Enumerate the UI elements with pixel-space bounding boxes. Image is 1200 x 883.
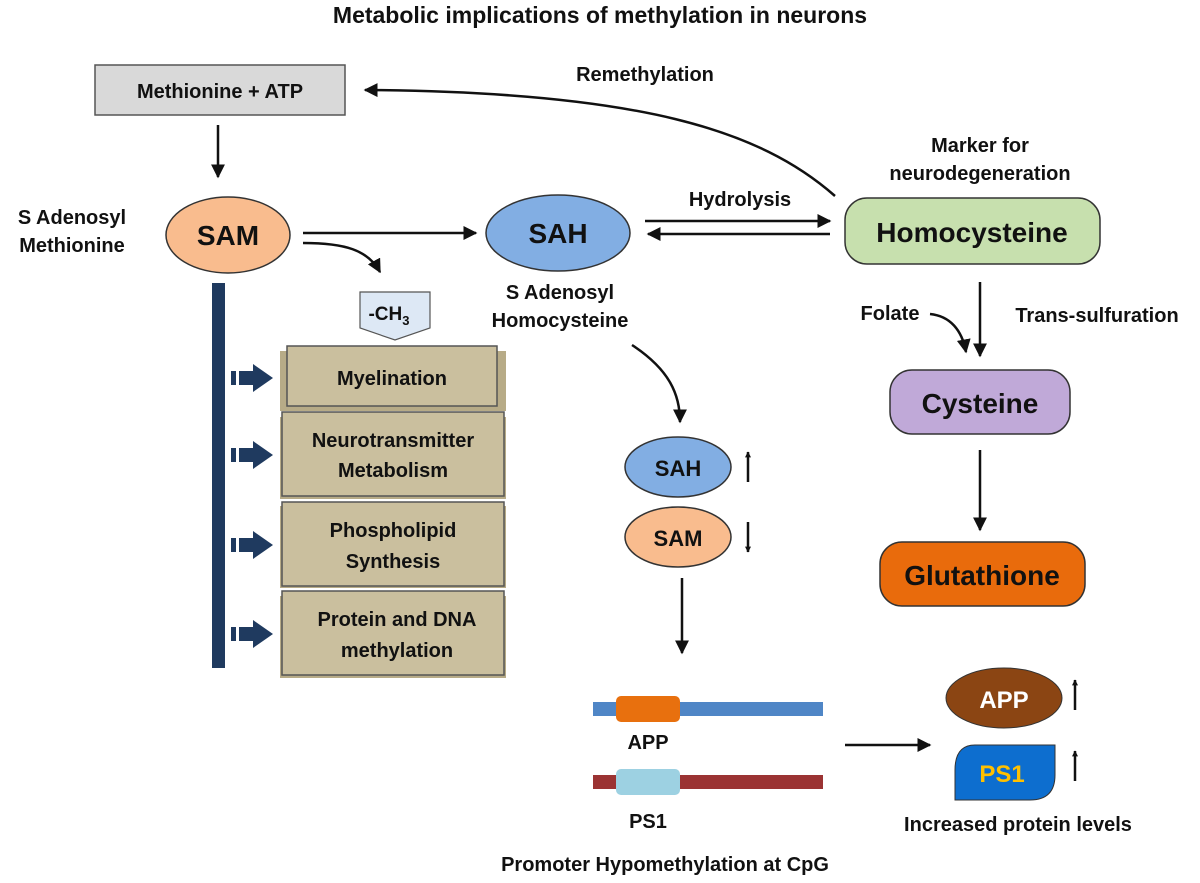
folate-label: Folate [861, 303, 920, 325]
app-gene: APP [593, 696, 823, 754]
myelination-label: Myelination [337, 368, 447, 390]
cysteine-label: Cysteine [922, 388, 1039, 419]
arrow-sah-to-small-sah [631, 343, 687, 424]
sah-small-label: SAH [655, 456, 701, 481]
phospholipid-label-line1: Phospholipid [330, 520, 457, 542]
ch3-subscript: 3 [402, 313, 409, 328]
ps1-gene-label: PS1 [629, 811, 667, 833]
phospholipid-label-line2: Synthesis [346, 551, 440, 573]
ps1-protein-label: PS1 [979, 761, 1024, 788]
effect-box-myelination: Myelination [280, 345, 506, 411]
neurotransmitter-label-line1: Neurotransmitter [312, 430, 474, 452]
sah-increased-node: SAH [624, 436, 732, 498]
app-protein-label: APP [979, 687, 1028, 714]
arrow-folate [929, 312, 971, 354]
marker-label-line2: neurodegeneration [889, 163, 1070, 185]
marker-label-line1: Marker for [931, 135, 1029, 157]
diagram-title: Metabolic implications of methylation in… [333, 2, 867, 28]
homocysteine-label: Homocysteine [876, 217, 1067, 248]
promoter-hypomethylation-caption: Promoter Hypomethylation at CpG [501, 854, 829, 876]
ch3-label: -CH [368, 304, 402, 325]
effect-arrow-protein-dna [231, 620, 273, 648]
effect-box-phospholipid: Phospholipid Synthesis [280, 501, 506, 588]
sam-fullname-line1: S Adenosyl [18, 207, 126, 229]
increased-protein-caption: Increased protein levels [904, 814, 1132, 836]
arrow-remethylation [363, 83, 836, 197]
sam-decreased-node: SAM [624, 506, 732, 568]
sam-fullname-line2: Methionine [19, 235, 125, 257]
sam-node: SAM [165, 196, 291, 274]
homocysteine-node: Homocysteine [844, 197, 1101, 265]
remethylation-label: Remethylation [576, 64, 714, 86]
sam-effects-bar [212, 283, 225, 668]
glutathione-label: Glutathione [904, 560, 1060, 591]
sah-node: SAH [485, 194, 631, 272]
sah-label: SAH [528, 218, 587, 249]
trans-sulfuration-label: Trans-sulfuration [1015, 305, 1178, 327]
effect-arrow-myelination [231, 364, 273, 392]
glutathione-node: Glutathione [879, 541, 1086, 607]
hydrolysis-label: Hydrolysis [689, 189, 791, 211]
effect-box-protein-dna: Protein and DNA methylation [280, 590, 506, 678]
protein-dna-label-line2: methylation [341, 640, 453, 662]
effect-box-neurotransmitter: Neurotransmitter Metabolism [280, 411, 506, 499]
ps1-gene: PS1 [593, 769, 823, 833]
cysteine-node: Cysteine [889, 369, 1071, 435]
neurotransmitter-label-line2: Metabolism [338, 460, 448, 482]
sah-fullname-line2: Homocysteine [492, 310, 629, 332]
effect-arrow-phospholipid [231, 531, 273, 559]
svg-text:-CH3: -CH3 [368, 304, 409, 328]
sam-small-label: SAM [654, 526, 703, 551]
app-protein-node: APP [945, 667, 1063, 729]
effect-arrow-neurotransmitter [231, 441, 273, 469]
sam-label: SAM [197, 220, 259, 251]
ps1-protein-node: PS1 [954, 744, 1056, 801]
arrow-sam-to-ch3 [302, 241, 382, 274]
methyl-group-tag: -CH3 [359, 291, 431, 341]
methionine-atp-node: Methionine + ATP [94, 64, 346, 116]
app-gene-label: APP [627, 732, 668, 754]
protein-dna-label-line1: Protein and DNA [318, 609, 477, 631]
methionine-atp-label: Methionine + ATP [137, 81, 303, 103]
sah-fullname-line1: S Adenosyl [506, 282, 614, 304]
